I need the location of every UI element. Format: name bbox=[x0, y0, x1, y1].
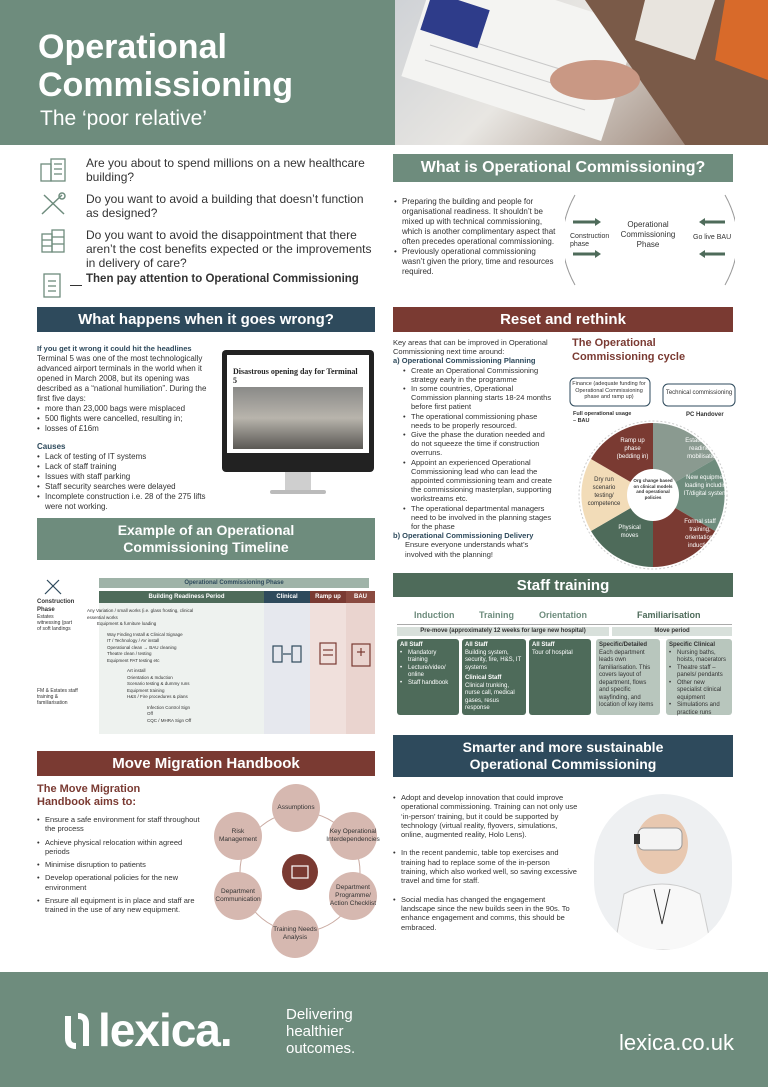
bau-column bbox=[346, 603, 375, 734]
rampup-column bbox=[310, 603, 346, 734]
news-photo bbox=[233, 387, 363, 449]
timeline-items: Any Variation / small works (i.e. glass … bbox=[87, 608, 194, 723]
checklist-icon bbox=[319, 642, 337, 665]
footer bbox=[0, 972, 768, 1087]
transfer-icon bbox=[272, 645, 302, 663]
node-training-needs: Training Needs Analysis bbox=[271, 910, 319, 958]
cycle-finance: Finance (adequate funding for Operationa… bbox=[572, 381, 646, 400]
page-subtitle: The ‘poor relative’ bbox=[40, 107, 207, 130]
migration-header: Move Migration Handbook bbox=[37, 751, 375, 776]
clipboard-icon bbox=[43, 273, 61, 298]
training-box: All Staff Mandatory trainingLecture/vide… bbox=[397, 639, 459, 715]
training-box: Specific Clinical Nursing baths, hoists,… bbox=[666, 639, 732, 716]
timeline-header: Example of an Operational Commissioning … bbox=[37, 518, 375, 560]
timeline-chart: Operational Commissioning Phase Building… bbox=[37, 574, 375, 734]
tools-icon bbox=[41, 192, 66, 215]
reset-header: Reset and rethink bbox=[393, 307, 733, 332]
node-programme: Department Programme/ Action Checklist bbox=[329, 872, 377, 920]
reset-text: Key areas that can be improved in Operat… bbox=[393, 338, 553, 559]
cycle-title: The Operational Commissioning cycle bbox=[572, 337, 686, 363]
cycle-pc-handover: PC Handover bbox=[686, 412, 724, 418]
bau-bar bbox=[346, 591, 375, 603]
vr-headset-illustration bbox=[613, 814, 713, 950]
question-row: Are you about to spend millions on a new… bbox=[38, 156, 378, 184]
building-icon bbox=[40, 158, 66, 182]
migration-list: Ensure a safe environment for staff thro… bbox=[37, 815, 202, 915]
clipboard-writing-photo bbox=[401, 0, 768, 145]
footer-url[interactable]: lexica.co.uk bbox=[619, 1030, 734, 1055]
cycle-technical: Technical commissioning bbox=[665, 390, 733, 396]
monitor-screen: Disastrous opening day for Terminal 5 bbox=[227, 355, 369, 453]
question-row: Do you want to avoid a building that doe… bbox=[38, 192, 378, 220]
side-label: FM & Estates staff training & familiaris… bbox=[37, 688, 78, 706]
question-row: Then pay attention to Operational Commis… bbox=[38, 272, 378, 298]
smarter-list: Adopt and develop innovation that could … bbox=[393, 793, 578, 932]
rampup-label: Ramp up bbox=[315, 594, 341, 600]
stage-label: Orientation bbox=[539, 610, 588, 620]
diagram-center-label: Operational Commissioning Phase bbox=[620, 220, 676, 249]
premove-label: Pre-move (approximately 12 weeks for lar… bbox=[397, 627, 609, 636]
news-headline: Disastrous opening day for Terminal 5 bbox=[233, 367, 358, 385]
what-is-text: Preparing the building and people for or… bbox=[394, 197, 559, 277]
diagram-left-label: Construction phase bbox=[570, 233, 610, 248]
bau-label: BAU bbox=[354, 594, 367, 600]
cycle-segment: Dry run scenario testing/ competence bbox=[587, 477, 621, 507]
construction-icon bbox=[44, 579, 62, 595]
cycle-segment: New equipment loading including IT/digit… bbox=[683, 475, 731, 497]
training-box: All Staff Tour of hospital bbox=[529, 639, 591, 715]
cycle-segment: Formal staff training, orientation/ indu… bbox=[684, 519, 716, 549]
vr-doctor-photo bbox=[594, 794, 732, 950]
phase-label: Operational Commissioning Phase bbox=[184, 580, 284, 586]
training-stages: Induction Training Orientation Familiari… bbox=[397, 610, 733, 622]
side-label: Estates witnessing (part of soft landing… bbox=[37, 614, 73, 632]
node-risk: Risk Management bbox=[214, 812, 262, 860]
cycle-full-ops: Full operational usage – BAU bbox=[573, 411, 632, 424]
clinical-label: Clinical bbox=[276, 594, 298, 600]
rampup-bar bbox=[310, 591, 346, 603]
goes-wrong-text: If you get it wrong it could hit the hea… bbox=[37, 344, 215, 512]
question-row: Do you want to avoid the disappointment … bbox=[38, 228, 378, 270]
move-period-label: Move period bbox=[612, 627, 732, 636]
stage-label: Familiarisation bbox=[637, 610, 701, 620]
node-communication: Department Communication bbox=[214, 872, 262, 920]
phase-bar bbox=[99, 578, 369, 588]
construction-label: Construction Phase bbox=[37, 599, 75, 613]
brp-bar bbox=[99, 591, 274, 603]
page-title: Operational Commissioning bbox=[38, 28, 294, 104]
monitor-base bbox=[270, 490, 326, 494]
cycle-center: Org change based on clinical models and … bbox=[633, 478, 673, 500]
money-icon bbox=[41, 229, 65, 253]
header-photo bbox=[395, 0, 768, 145]
what-is-header: What is Operational Commissioning? bbox=[393, 154, 733, 182]
footer-tagline: Delivering healthier outcomes. bbox=[286, 1006, 356, 1057]
brp-label: Building Readiness Period bbox=[148, 594, 225, 600]
monitor-stand bbox=[285, 472, 311, 490]
hospital-icon bbox=[351, 643, 371, 667]
lexica-logo-text: lexica. bbox=[98, 1004, 233, 1056]
cycle-segment: Estates + FM readiness/ mobilisation bbox=[685, 438, 721, 460]
stage-rule bbox=[397, 624, 732, 625]
clinical-column bbox=[264, 603, 310, 734]
stage-label: Induction bbox=[414, 610, 455, 620]
training-header: Staff training bbox=[393, 573, 733, 597]
lexica-logo-icon bbox=[65, 1013, 89, 1049]
commissioning-phase-diagram bbox=[565, 194, 735, 286]
stage-label: Training bbox=[479, 610, 515, 620]
training-box: All Staff Building system, security, fir… bbox=[462, 639, 526, 715]
training-box: Specific/Detailed Each department leads … bbox=[596, 639, 660, 715]
node-interdependencies: Key Operational Interdependencies bbox=[326, 812, 380, 860]
arrow-line bbox=[70, 285, 82, 286]
migration-subtitle: The Move Migration Handbook aims to: bbox=[37, 783, 141, 808]
diagram-right-label: Go live BAU bbox=[693, 234, 732, 241]
cycle-segment: Physical moves bbox=[618, 525, 641, 539]
commissioning-cycle-diagram bbox=[569, 377, 736, 570]
smarter-header: Smarter and more sustainable Operational… bbox=[393, 735, 733, 777]
clinical-bar bbox=[264, 591, 310, 603]
cycle-segment: Ramp up phase (bedding in) bbox=[616, 438, 649, 460]
goes-wrong-header: What happens when it goes wrong? bbox=[37, 307, 375, 332]
brp-column bbox=[99, 603, 264, 734]
node-assumptions: Assumptions bbox=[272, 784, 320, 832]
monitor: Disastrous opening day for Terminal 5 bbox=[222, 350, 374, 472]
